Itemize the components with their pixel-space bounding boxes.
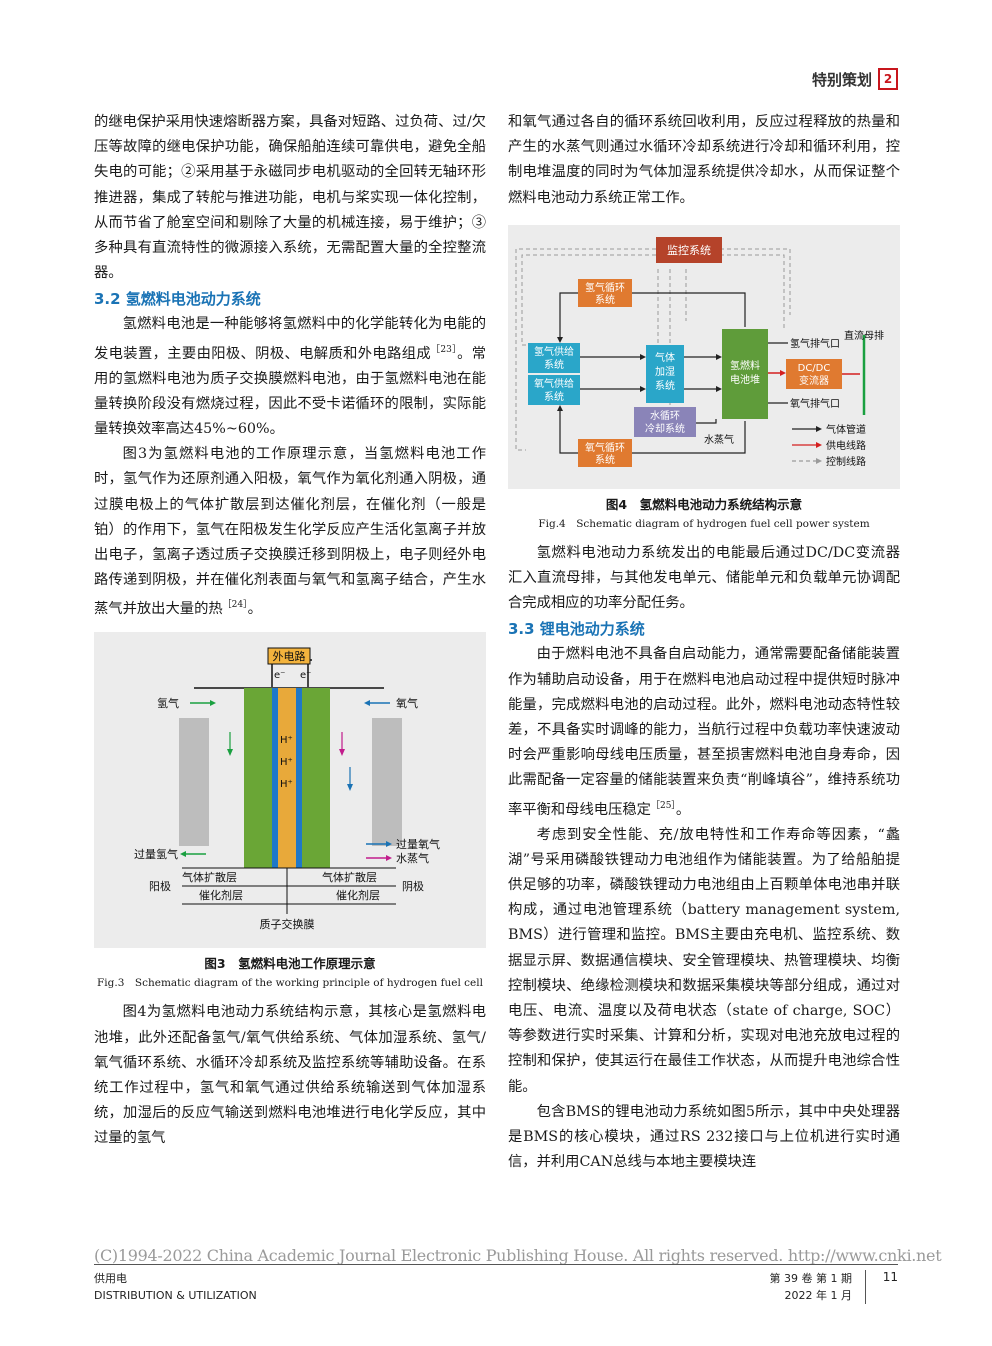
footer-divider <box>94 1264 898 1265</box>
citation: ［23］ <box>431 344 458 355</box>
svg-text:氢气供给: 氢气供给 <box>534 345 574 358</box>
water-vapor-label: 水蒸气 <box>396 851 429 865</box>
svg-text:变流器: 变流器 <box>799 374 829 387</box>
journal-name: 供用电 DISTRIBUTION & UTILIZATION <box>94 1272 257 1302</box>
section-heading-3-2: 3.2 氢燃料电池动力系统 <box>94 290 261 309</box>
figure-4: 监控系统 氢气循环 系统 氢气供给 系统 氧气供给 系统 气体 加湿 系统 氢燃… <box>508 224 900 489</box>
svg-text:氧气供给: 氧气供给 <box>534 377 574 390</box>
svg-text:水循环: 水循环 <box>650 409 680 422</box>
hydrogen-label: 氢气 <box>157 696 179 710</box>
figure-4-caption-en: Fig.4 Schematic diagram of hydrogen fuel… <box>538 517 870 530</box>
left-column: 的继电保护采用快速熔断器方案，具备对短路、过负荷、过/欠压等故障的继电保护功能，… <box>94 110 486 1152</box>
svg-text:系统: 系统 <box>655 379 675 392</box>
figure-3-caption-cn: 图3 氢燃料电池工作原理示意 <box>204 956 376 972</box>
copyright-watermark: (C)1994-2022 China Academic Journal Elec… <box>94 1246 942 1265</box>
cathode-gdl <box>302 688 330 869</box>
pem-label: 质子交换膜 <box>260 917 315 931</box>
figure-3-caption-en: Fig.3 Schematic diagram of the working p… <box>97 977 483 990</box>
footer-separator <box>865 1270 866 1304</box>
svg-text:H⁺: H⁺ <box>280 757 293 768</box>
svg-text:氧气排气口: 氧气排气口 <box>790 397 840 410</box>
paragraph: 氢燃料电池是一种能够将氢燃料中的化学能转化为电能的发电装置，主要由阳极、阴极、电… <box>94 316 487 437</box>
paragraph: 图4为氢燃料电池动力系统结构示意，其核心是氢燃料电池堆，此外还配备氢气/氧气供给… <box>94 1004 486 1147</box>
svg-text:H⁺: H⁺ <box>280 735 293 746</box>
svg-text:直流母排: 直流母排 <box>844 329 884 342</box>
svg-text:系统: 系统 <box>595 453 615 466</box>
svg-text:氧气循环: 氧气循环 <box>585 441 625 454</box>
paragraph: 包含BMS的锂电池动力系统如图5所示，其中中央处理器是BMS的核心模块，通过RS… <box>508 1103 900 1171</box>
excess-o2-label: 过量氧气 <box>396 837 440 851</box>
paragraph: 氢燃料电池动力系统发出的电能最后通过DC/DC变流器汇入直流母排，与其他发电单元… <box>508 544 900 612</box>
paragraph: 和氧气通过各自的循环系统回收利用，反应过程释放的热量和产生的水蒸气则通过水循环冷… <box>508 114 900 206</box>
paragraph: 图3为氢燃料电池的工作原理示意，当氢燃料电池工作时，氢气作为还原剂通入阳极，氧气… <box>94 446 486 618</box>
monitor-box <box>656 236 722 263</box>
cathode-plate <box>372 718 402 847</box>
paragraph: 考虑到安全性能、充/放电特性和工作寿命等因素，“蠡湖”号采用磷酸铁锂动力电池组作… <box>508 826 900 1095</box>
citation: ［24］ <box>222 600 248 611</box>
pem-layer <box>278 688 296 869</box>
svg-text:氢气循环: 氢气循环 <box>585 281 625 294</box>
svg-text:系统: 系统 <box>544 390 564 403</box>
anode-label: 阳极 <box>149 879 171 893</box>
svg-text:供电线路: 供电线路 <box>826 439 866 452</box>
svg-text:冷却系统: 冷却系统 <box>645 422 685 435</box>
paragraph: 的继电保护采用快速熔断器方案，具备对短路、过负荷、过/欠压等故障的继电保护功能，… <box>94 114 486 282</box>
svg-text:氢气排气口: 氢气排气口 <box>790 337 840 350</box>
paragraph: 由于燃料电池不具备自启动能力，通常需要配备储能装置作为辅助启动设备，用于在燃料电… <box>508 646 900 818</box>
svg-text:DC/DC: DC/DC <box>798 363 831 374</box>
section-heading-3-3: 3.3 锂电池动力系统 <box>508 620 645 639</box>
issue-info: 第 39 卷 第 1 期 2022 年 1 月 <box>769 1272 852 1302</box>
external-circuit-label: 外电路 <box>273 650 306 663</box>
svg-text:水蒸气: 水蒸气 <box>704 433 734 446</box>
svg-text:系统: 系统 <box>544 358 564 371</box>
section-title: 特别策划 <box>811 70 872 89</box>
svg-text:控制线路: 控制线路 <box>826 455 866 468</box>
section-tag: 特别策划 2 <box>812 68 898 90</box>
page-number: 11 <box>882 1270 898 1284</box>
anode-gdl <box>244 688 272 869</box>
figure-4-caption-cn: 图4 氢燃料电池动力系统结构示意 <box>605 496 803 512</box>
svg-text:气体扩散层: 气体扩散层 <box>322 870 377 884</box>
svg-text:气体: 气体 <box>655 351 675 364</box>
svg-text:气体管道: 气体管道 <box>826 423 866 436</box>
svg-text:e⁻: e⁻ <box>274 670 285 681</box>
fuel-cell-diagram: 外电路 e⁻ e⁻ H⁺ H⁺ H⁺ 氢气 氧气 <box>134 647 440 931</box>
svg-text:H⁺: H⁺ <box>280 779 293 790</box>
right-column: 和氧气通过各自的循环系统回收利用，反应过程释放的热量和产生的水蒸气则通过水循环冷… <box>508 110 900 1175</box>
oxygen-label: 氧气 <box>396 696 418 710</box>
svg-text:e⁻: e⁻ <box>300 670 311 681</box>
svg-text:催化剂层: 催化剂层 <box>199 888 243 902</box>
anode-plate <box>179 718 209 847</box>
svg-text:监控系统: 监控系统 <box>667 243 711 257</box>
svg-text:催化剂层: 催化剂层 <box>336 888 380 902</box>
citation: ［25］ <box>650 800 676 811</box>
svg-text:加湿: 加湿 <box>655 366 675 378</box>
svg-text:系统: 系统 <box>595 293 615 306</box>
section-number: 2 <box>878 68 898 90</box>
excess-h2-label: 过量氢气 <box>134 847 178 861</box>
svg-text:氢燃料: 氢燃料 <box>730 359 760 372</box>
cathode-label: 阴极 <box>402 879 424 893</box>
power-system-diagram: 监控系统 氢气循环 系统 氢气供给 系统 氧气供给 系统 气体 加湿 系统 氢燃… <box>515 236 884 468</box>
figure-3: 外电路 e⁻ e⁻ H⁺ H⁺ H⁺ 氢气 氧气 <box>94 632 486 949</box>
svg-text:电池堆: 电池堆 <box>730 373 760 386</box>
svg-text:气体扩散层: 气体扩散层 <box>182 870 237 884</box>
